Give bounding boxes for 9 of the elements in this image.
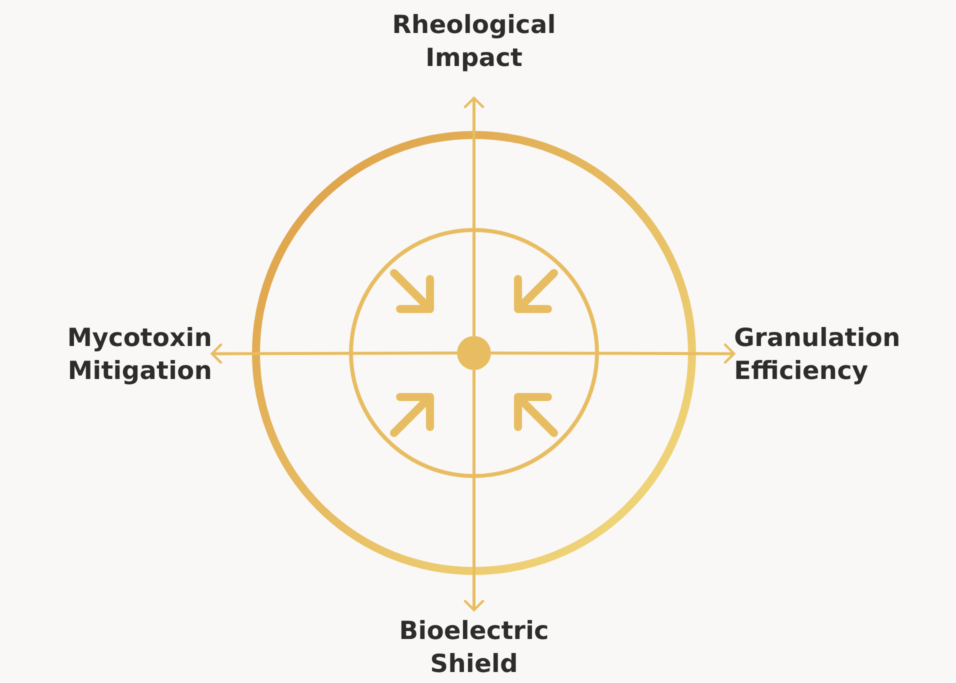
axis-label: Granulation Efficiency [734,322,902,387]
axis-label: Mycotoxin Mitigation [66,322,212,387]
axis-label: Rheological Impact [391,9,557,74]
arrow [464,96,484,336]
arrow [491,343,736,364]
axis-label: Bioelectric Shield [398,614,550,680]
center-dot [457,336,491,370]
arrow [210,343,457,364]
arrow [464,370,484,612]
